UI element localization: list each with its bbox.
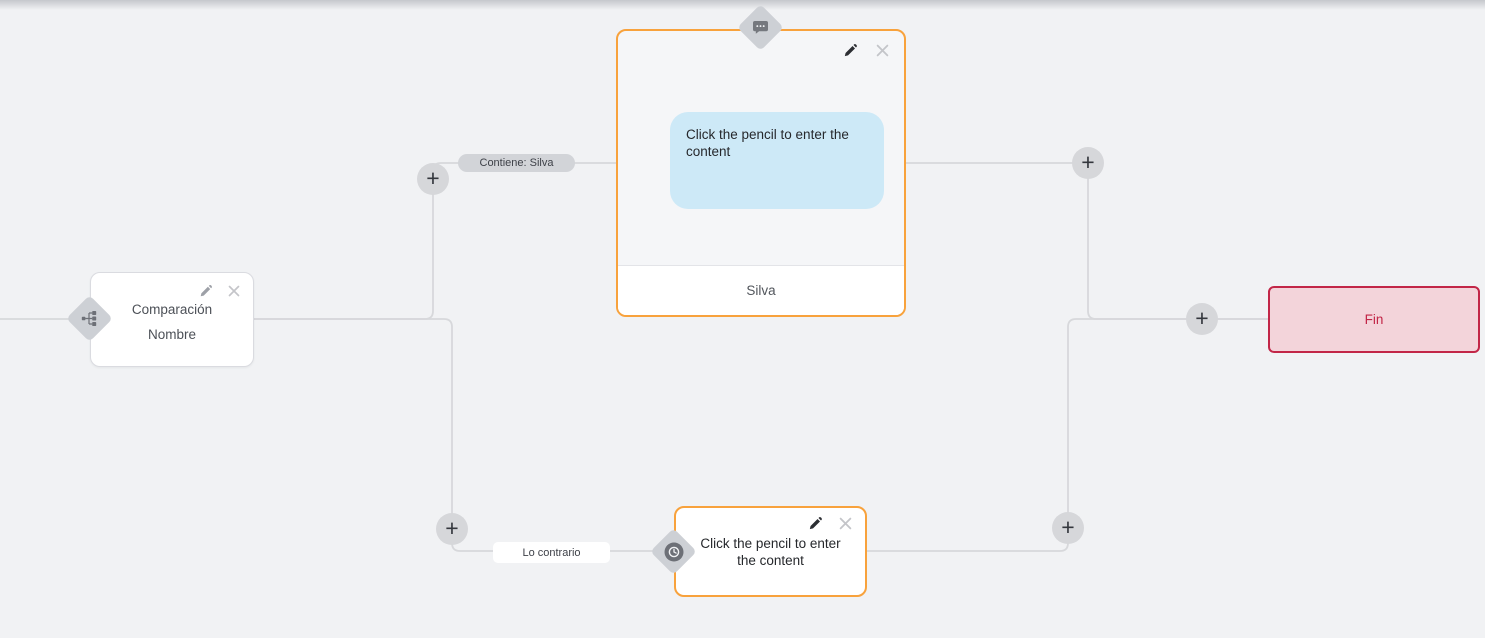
edge-label-lo-contrario[interactable]: Lo contrario <box>493 542 610 563</box>
message-port-diamond <box>737 4 784 51</box>
edit-pencil-icon[interactable] <box>808 516 823 531</box>
end-node-label: Fin <box>1364 312 1384 327</box>
clock-icon <box>657 535 690 568</box>
plus-icon: + <box>1061 513 1075 540</box>
edit-pencil-icon[interactable] <box>198 283 213 298</box>
message-node-footer: Silva <box>618 265 904 315</box>
plus-icon: + <box>1081 148 1095 175</box>
add-block-button-top-right[interactable]: + <box>1072 147 1104 179</box>
message-bubble-text: Click the pencil to enter the content <box>686 127 849 159</box>
edge-message-to-end <box>906 162 1268 320</box>
end-node[interactable]: Fin <box>1268 286 1480 353</box>
plus-icon: + <box>1195 304 1209 331</box>
edge-label-text: Lo contrario <box>522 546 581 559</box>
message-node-name: Silva <box>746 283 776 298</box>
add-block-button-top-left[interactable]: + <box>417 163 449 195</box>
edge-label-text: Contiene: Silva <box>479 157 554 169</box>
add-block-button-before-end[interactable]: + <box>1186 303 1218 335</box>
add-block-button-bottom-left[interactable]: + <box>436 513 468 545</box>
comparison-port-diamond <box>66 295 113 342</box>
comparison-node-title: Comparación <box>131 302 213 317</box>
reply-port-diamond <box>650 528 697 575</box>
close-icon[interactable] <box>226 283 241 298</box>
plus-icon: + <box>445 514 459 541</box>
chat-dots-icon <box>744 11 777 44</box>
edit-pencil-icon[interactable] <box>843 43 858 58</box>
comparison-node[interactable]: Comparación Nombre <box>90 272 254 367</box>
edge-label-contiene-silva[interactable]: Contiene: Silva <box>458 154 575 172</box>
reply-node[interactable]: Click the pencil to enter the content <box>674 506 867 597</box>
message-bubble: Click the pencil to enter the content <box>670 112 884 209</box>
close-icon[interactable] <box>838 516 853 531</box>
message-node[interactable]: Click the pencil to enter the content Si… <box>616 29 906 317</box>
edge-reply-to-end <box>867 318 1268 552</box>
reply-node-text: Click the pencil to enter the content <box>700 536 841 568</box>
close-icon[interactable] <box>875 43 890 58</box>
comparison-node-subtitle: Nombre <box>147 327 196 342</box>
branch-icon <box>73 302 106 335</box>
edge-condition-false <box>254 318 657 552</box>
add-block-button-bottom-right[interactable]: + <box>1052 512 1084 544</box>
plus-icon: + <box>426 164 440 191</box>
